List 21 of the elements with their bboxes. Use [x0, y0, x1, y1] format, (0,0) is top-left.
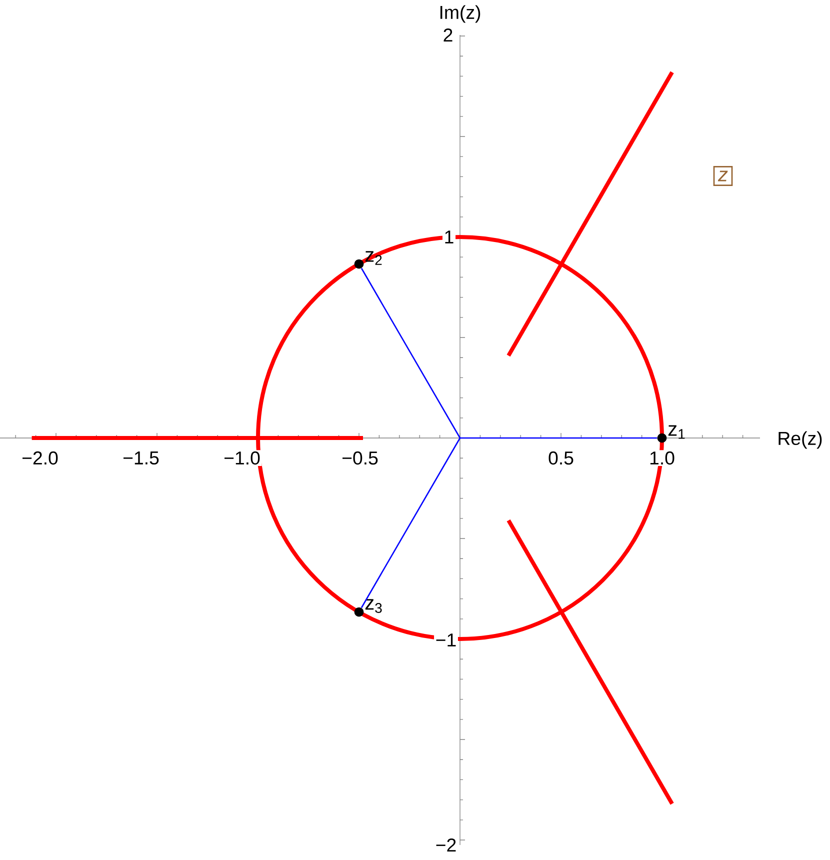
tick-label: −2 [434, 837, 458, 853]
tick-label: 1 [442, 229, 456, 245]
radius-line [360, 438, 461, 608]
point-marker [657, 433, 667, 443]
point-label: z$_{3}$ [365, 599, 382, 613]
tick-label: −1 [434, 632, 458, 648]
tick-label: 0.5 [546, 450, 576, 466]
tick-label: −2.0 [20, 450, 60, 466]
plot-legend: z [713, 166, 733, 186]
point-label: z$_{1}$ [668, 425, 685, 439]
tick-label: 2 [441, 27, 455, 43]
tick-label: −1.5 [121, 450, 161, 466]
point-marker [354, 607, 364, 617]
tick-label: 1.0 [648, 450, 676, 466]
axis-label: Im(z) [437, 4, 483, 24]
radius-line [360, 268, 461, 438]
tick-label: −0.5 [340, 450, 380, 466]
radius-line [460, 437, 658, 439]
tick-label: −1.0 [222, 450, 262, 466]
axis-label: Re(z) [776, 430, 824, 450]
point-marker [354, 259, 364, 269]
